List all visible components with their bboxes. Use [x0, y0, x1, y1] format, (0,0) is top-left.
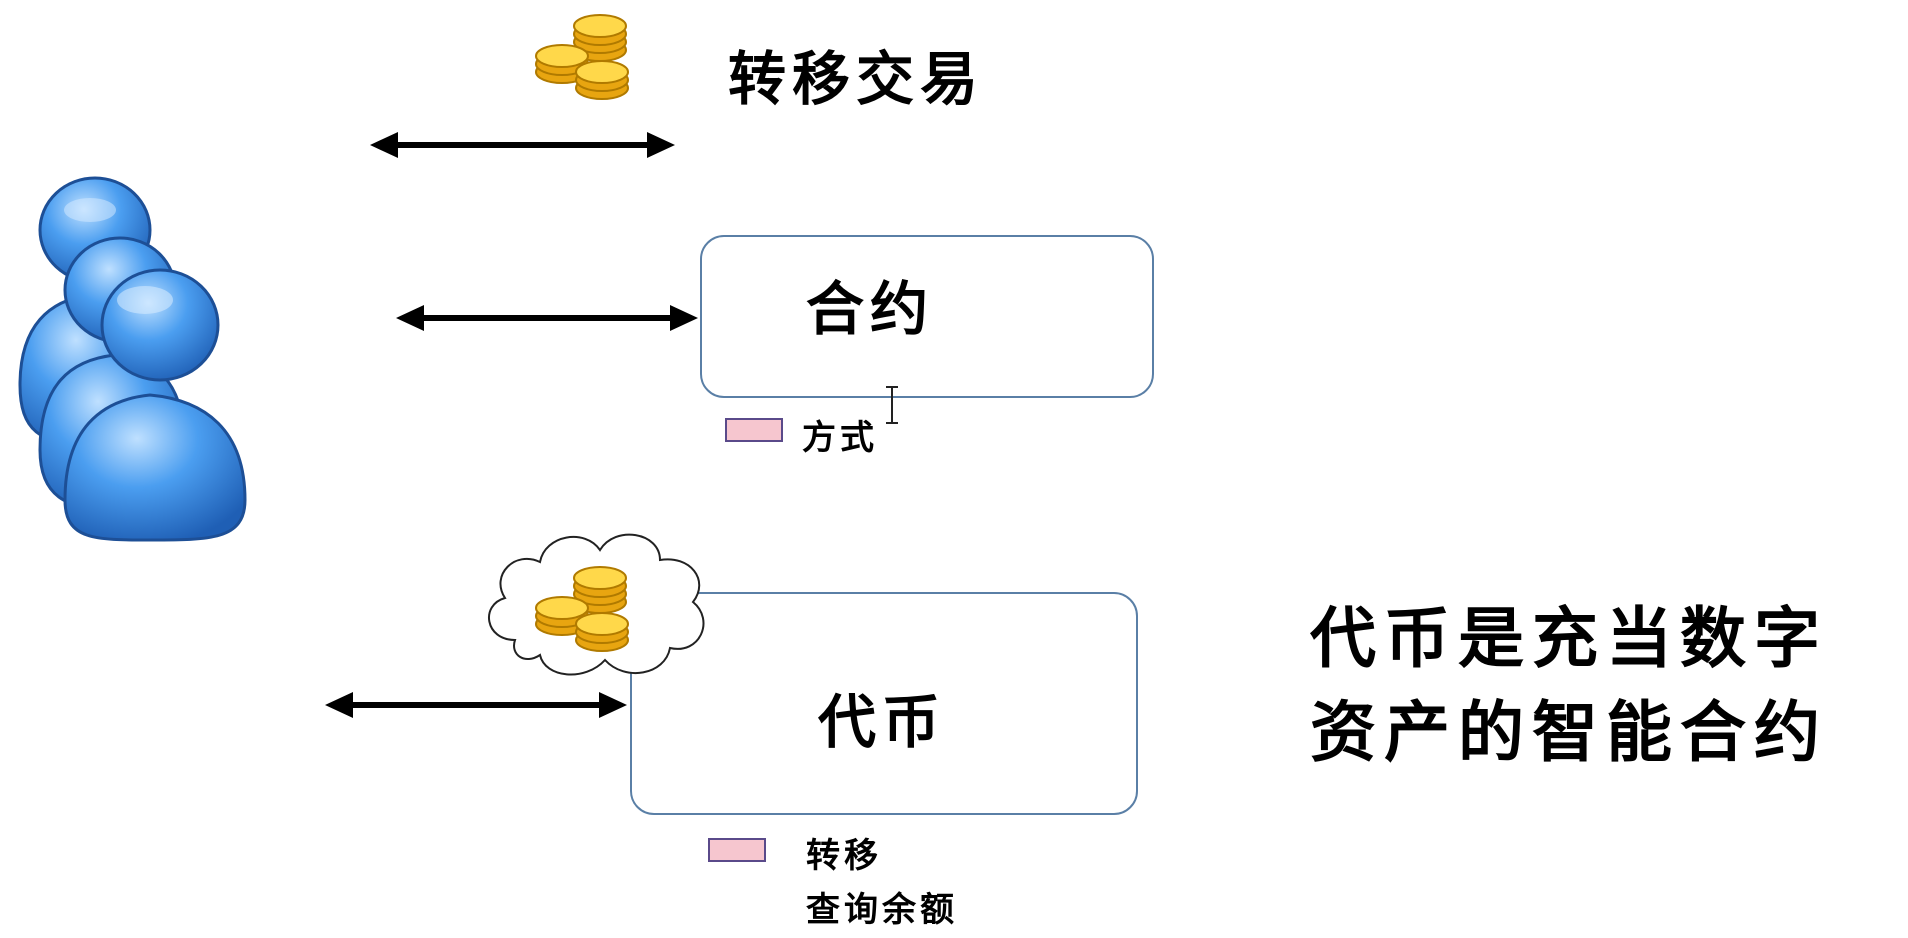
contract-box [700, 235, 1154, 398]
users-group-icon [18, 176, 247, 542]
contract-arrow [396, 305, 698, 331]
contract-label: 合约 [806, 275, 935, 343]
transfer-arrow [370, 132, 675, 158]
transfer-label: 转移 [806, 836, 882, 876]
token-arrow [325, 692, 627, 718]
method-label: 方式 [802, 418, 878, 458]
token-label: 代币 [818, 688, 947, 756]
token-box [630, 592, 1138, 815]
transfer-transaction-label: 转移交易 [728, 45, 985, 113]
gold-coins-icon [535, 14, 629, 100]
method-swatch [725, 418, 783, 442]
text-cursor-icon [886, 386, 898, 424]
definition-line-1: 代币是充当数字 [1310, 599, 1828, 677]
token-swatch [708, 838, 766, 862]
query-balance-label: 查询余额 [806, 890, 958, 930]
definition-line-2: 资产的智能合约 [1310, 693, 1828, 771]
gold-coins-icon [535, 566, 629, 652]
